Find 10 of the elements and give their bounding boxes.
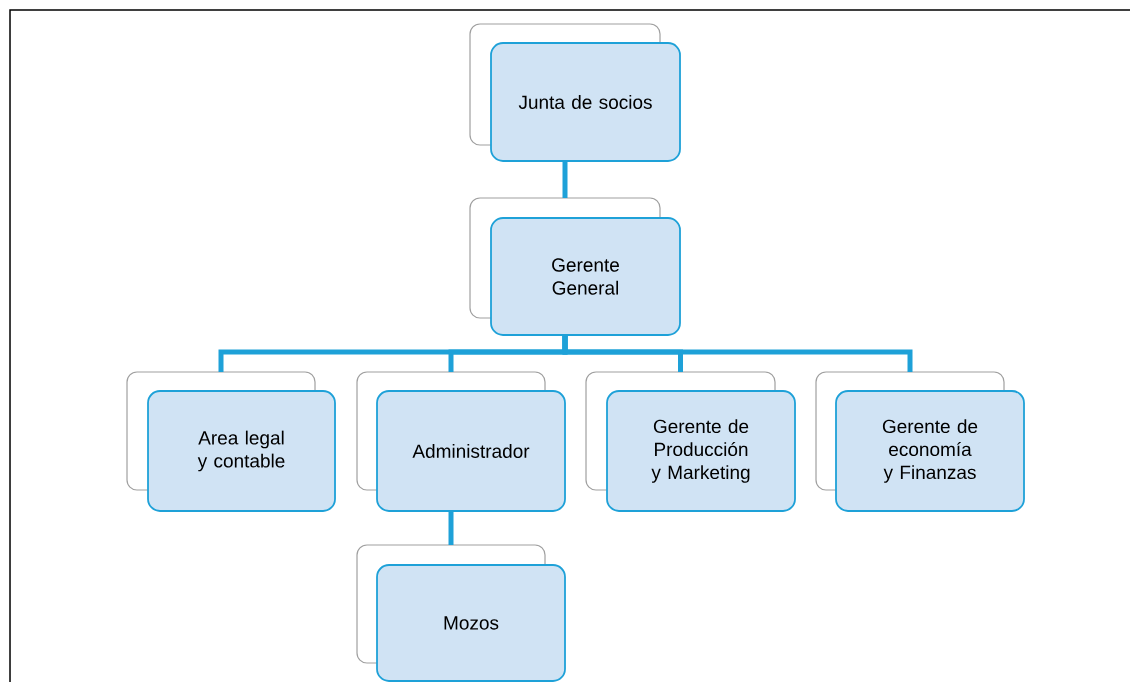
connector-line [562, 335, 913, 372]
org-box: Area legal y contable [126, 371, 336, 512]
org-box: Mozos [356, 544, 566, 682]
org-box: Gerente General [469, 197, 681, 336]
org-box: Administrador [356, 371, 566, 512]
org-box: Gerente de Producción y Marketing [585, 371, 796, 512]
connector-line [562, 161, 568, 198]
org-box: Gerente de economía y Finanzas [815, 371, 1025, 512]
org-box: Junta de socios [469, 23, 681, 162]
connector-line [448, 511, 454, 545]
